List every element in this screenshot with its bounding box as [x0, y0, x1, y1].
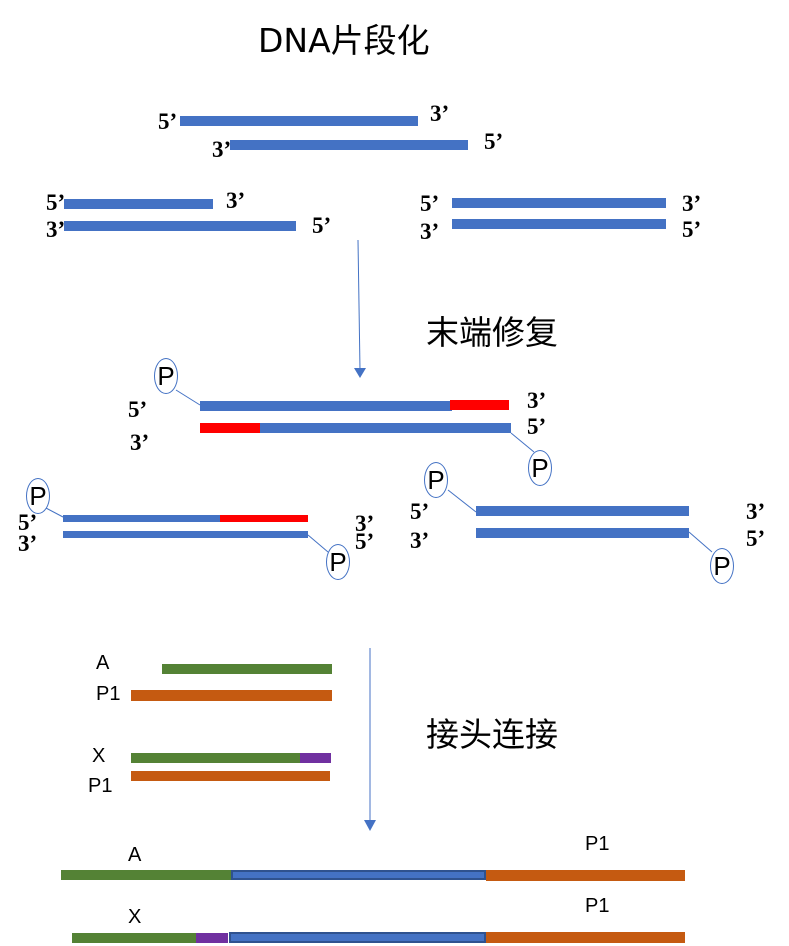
- dna-strand: [452, 219, 666, 229]
- end-label: 3’: [527, 388, 547, 413]
- end-label: 5’: [410, 499, 430, 524]
- arrow-head-1: [354, 368, 366, 378]
- end-label: 3’: [682, 191, 702, 216]
- p-link: [688, 531, 713, 553]
- end-label: 3’: [226, 188, 246, 213]
- adapter-label-p1: P1: [88, 775, 113, 797]
- end-label: 5’: [484, 129, 504, 154]
- phosphate-icon: P: [528, 450, 552, 486]
- dna-strand: [230, 140, 468, 150]
- end-label: 3’: [130, 430, 150, 455]
- repaired-segment: [220, 515, 308, 522]
- dna-strand: [64, 221, 296, 231]
- dna-strand: [200, 401, 452, 411]
- barcode-segment: [300, 753, 331, 763]
- phosphate-icon: P: [710, 548, 734, 584]
- end-label: 3’: [746, 499, 766, 524]
- end-label: 5’: [420, 191, 440, 216]
- end-label: 5’: [128, 397, 148, 422]
- arrow-head-2: [364, 820, 376, 831]
- dna-strand: [63, 531, 308, 538]
- p-link: [175, 389, 201, 406]
- phosphate-icon: P: [424, 462, 448, 498]
- arrow-line-1: [357, 239, 361, 371]
- dna-strand: [476, 528, 689, 538]
- dna-strand: [64, 199, 213, 209]
- p-link: [447, 489, 477, 513]
- dna-strand: [63, 515, 220, 522]
- product-label-x: X: [128, 906, 142, 928]
- phosphate-icon: P: [26, 478, 50, 514]
- end-label: 5’: [158, 109, 178, 134]
- p-link: [45, 507, 64, 518]
- title-fragmentation: DNA片段化: [258, 21, 430, 60]
- phosphate-icon: P: [326, 544, 350, 580]
- adapter-p1-segment: [486, 932, 685, 943]
- product-label-p1: P1: [585, 833, 610, 855]
- end-label: 3’: [46, 217, 66, 242]
- insert-dna-segment: [229, 932, 486, 943]
- adapter-p1-strand: [131, 771, 330, 781]
- product-label-p1: P1: [585, 895, 610, 917]
- end-label: 3’: [18, 531, 38, 556]
- end-label: 5’: [312, 213, 332, 238]
- insert-dna-segment: [231, 870, 486, 880]
- title-end-repair: 末端修复: [426, 313, 558, 352]
- end-label: 5’: [46, 190, 66, 215]
- end-label: 3’: [410, 528, 430, 553]
- dna-strand: [452, 198, 666, 208]
- adapter-x-strand: [131, 753, 300, 763]
- product-label-a: A: [128, 844, 142, 866]
- dna-strand: [260, 423, 511, 433]
- adapter-p1-strand: [131, 690, 332, 701]
- dna-strand: [476, 506, 689, 516]
- repaired-segment: [200, 423, 260, 433]
- end-label: 5’: [746, 526, 766, 551]
- end-label: 3’: [212, 137, 232, 162]
- adapter-p1-segment: [486, 870, 685, 881]
- phosphate-icon: P: [154, 358, 178, 394]
- end-label: 3’: [355, 511, 375, 536]
- adapter-x-segment: [72, 933, 196, 943]
- end-label: 3’: [430, 101, 450, 126]
- repaired-segment: [450, 400, 509, 410]
- adapter-a-segment: [61, 870, 231, 880]
- adapter-label-p1: P1: [96, 683, 121, 705]
- adapter-a-strand: [162, 664, 332, 674]
- p-link: [307, 534, 329, 553]
- barcode-segment: [196, 933, 228, 943]
- end-label: 5’: [527, 414, 547, 439]
- adapter-label-a: A: [96, 652, 110, 674]
- end-label: 3’: [420, 219, 440, 244]
- title-adapter-ligation: 接头连接: [426, 715, 558, 754]
- dna-strand: [180, 116, 418, 126]
- end-label: 5’: [355, 529, 375, 554]
- adapter-label-x: X: [92, 745, 106, 767]
- end-label: 5’: [682, 217, 702, 242]
- end-label: 5’: [18, 510, 38, 535]
